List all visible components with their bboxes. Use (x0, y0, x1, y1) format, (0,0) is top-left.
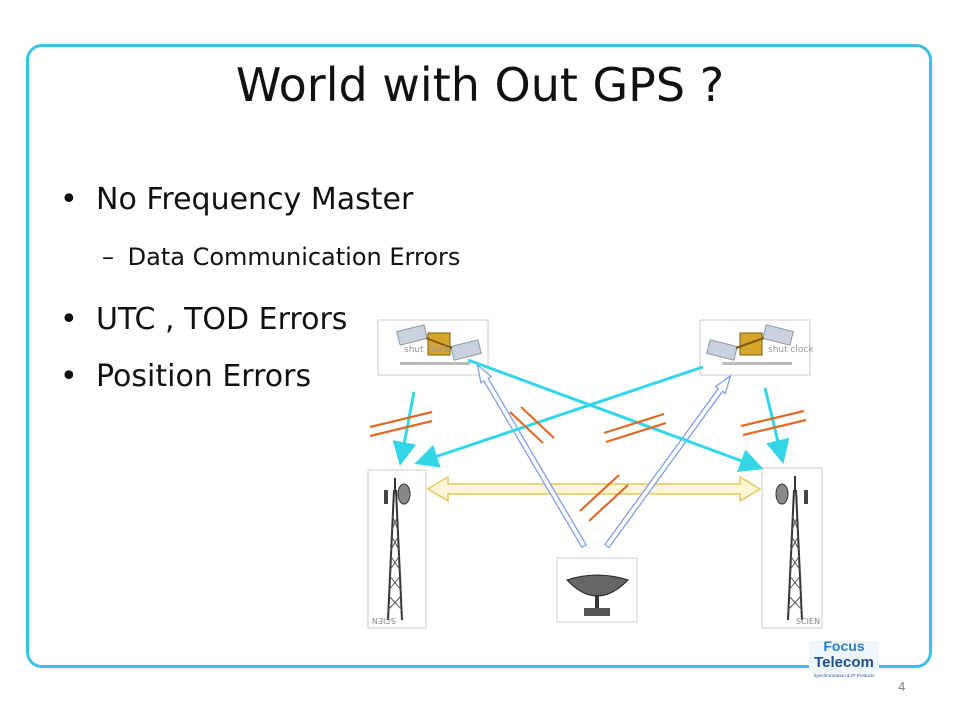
page-number: 4 (898, 680, 906, 694)
logo-line2: Telecom (814, 654, 874, 671)
sub-bullet-item: – Data Communication Errors (102, 243, 460, 271)
radar-dish-icon (566, 574, 629, 616)
company-logo: Focus Telecom Synchronization & IP Produ… (809, 638, 879, 678)
tower-link-arrow (426, 475, 762, 503)
satellite-right: shut clock (699, 319, 814, 376)
slide-title: World with Out GPS ? (235, 58, 725, 112)
tower-left: SCIEN (367, 469, 427, 629)
cell-tower-icon (384, 478, 411, 621)
slide-frame (26, 44, 932, 668)
bullet-text: UTC , TOD Errors (96, 302, 348, 337)
tower-label: SCIEN (796, 617, 820, 626)
interference-marks (369, 406, 807, 522)
satellite-links (392, 358, 790, 473)
bullet-dot: • (60, 182, 78, 217)
logo-tagline: Synchronization & IP Products (814, 673, 875, 678)
logo-line1: Focus (823, 638, 864, 654)
uplink-arrows (476, 363, 732, 549)
bullet-text: Position Errors (96, 359, 312, 394)
tower-right: SCIEN (761, 467, 823, 629)
radar-station (556, 557, 638, 623)
bullet-dot: • (60, 359, 78, 394)
sub-bullet-dash: – (102, 243, 114, 271)
sub-bullet-text: Data Communication Errors (127, 243, 461, 271)
satellite-label: shut clock (404, 345, 450, 355)
tower-label: SCIEN (372, 616, 396, 625)
cell-tower-icon (775, 476, 808, 621)
bullet-text: No Frequency Master (96, 182, 414, 217)
satellite-label: shut clock (768, 345, 814, 355)
satellite-icon (706, 324, 794, 361)
satellite-left: shut clock (377, 319, 489, 376)
satellite-icon (396, 324, 482, 361)
bullet-dot: • (60, 302, 78, 337)
